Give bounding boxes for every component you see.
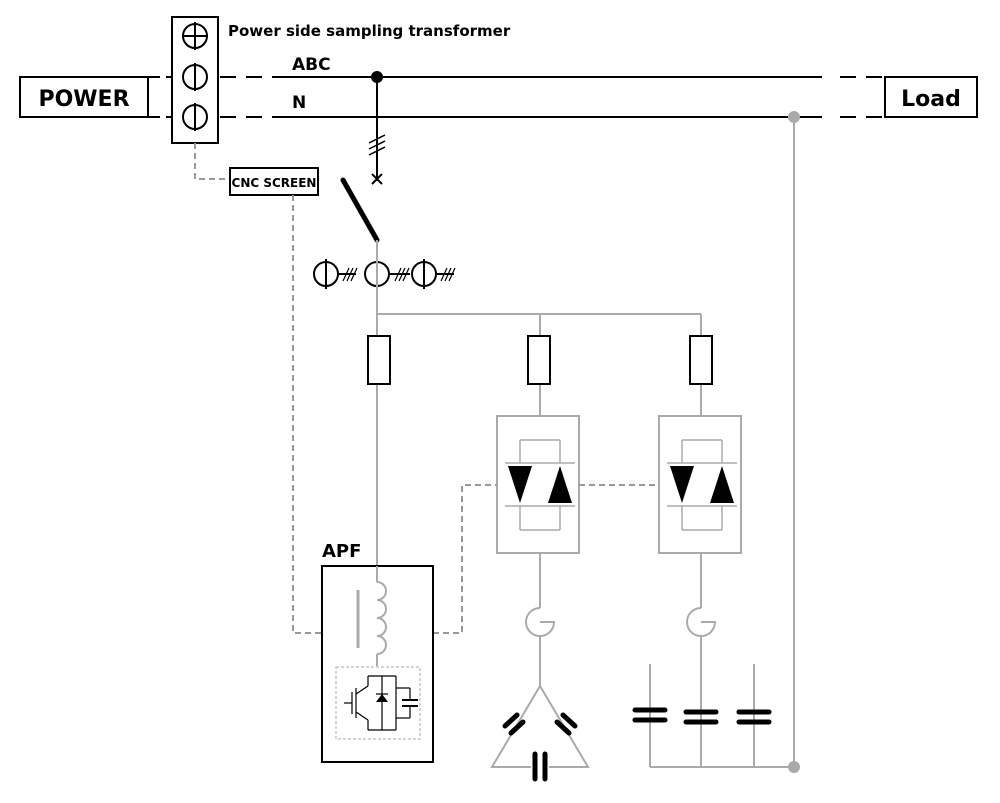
sampling-transformer: [171, 16, 219, 144]
star-capacitor-bank: [632, 664, 772, 767]
power-source: POWER: [19, 76, 149, 118]
apf-inductor-icon: [356, 566, 387, 666]
fuse-branch-1: [527, 335, 551, 385]
reactor-2: [686, 607, 717, 686]
branch-wiring: [376, 117, 795, 768]
reactor-1: [525, 607, 556, 686]
breaker-switch: [340, 177, 380, 243]
n-label: N: [292, 93, 306, 113]
thyristor-switch-1: [496, 415, 580, 554]
cnc-screen-label: CNC SCREEN: [232, 176, 317, 190]
neutral-junction-top: [788, 111, 800, 123]
load-box: Load: [884, 76, 978, 118]
delta-capacitor-bank: [490, 684, 590, 782]
control-line-cnc-apf: [292, 195, 322, 634]
main-branch: [340, 71, 386, 243]
load-label: Load: [901, 87, 961, 112]
cnc-screen: CNC SCREEN: [194, 143, 319, 196]
current-transformers: [313, 259, 456, 289]
abc-label: ABC: [292, 55, 331, 75]
fuse-apf: [367, 335, 391, 385]
igbt-converter-icon: [344, 675, 418, 731]
transformer-label: Power side sampling transformer: [228, 22, 511, 40]
fuse-branch-2: [689, 335, 713, 385]
apf-unit: [321, 565, 434, 763]
neutral-junction-bottom: [788, 761, 800, 773]
power-label: POWER: [38, 87, 129, 112]
control-line-apf-switch1: [433, 484, 497, 634]
apf-label: APF: [322, 541, 361, 562]
thyristor-switch-2: [658, 415, 742, 554]
